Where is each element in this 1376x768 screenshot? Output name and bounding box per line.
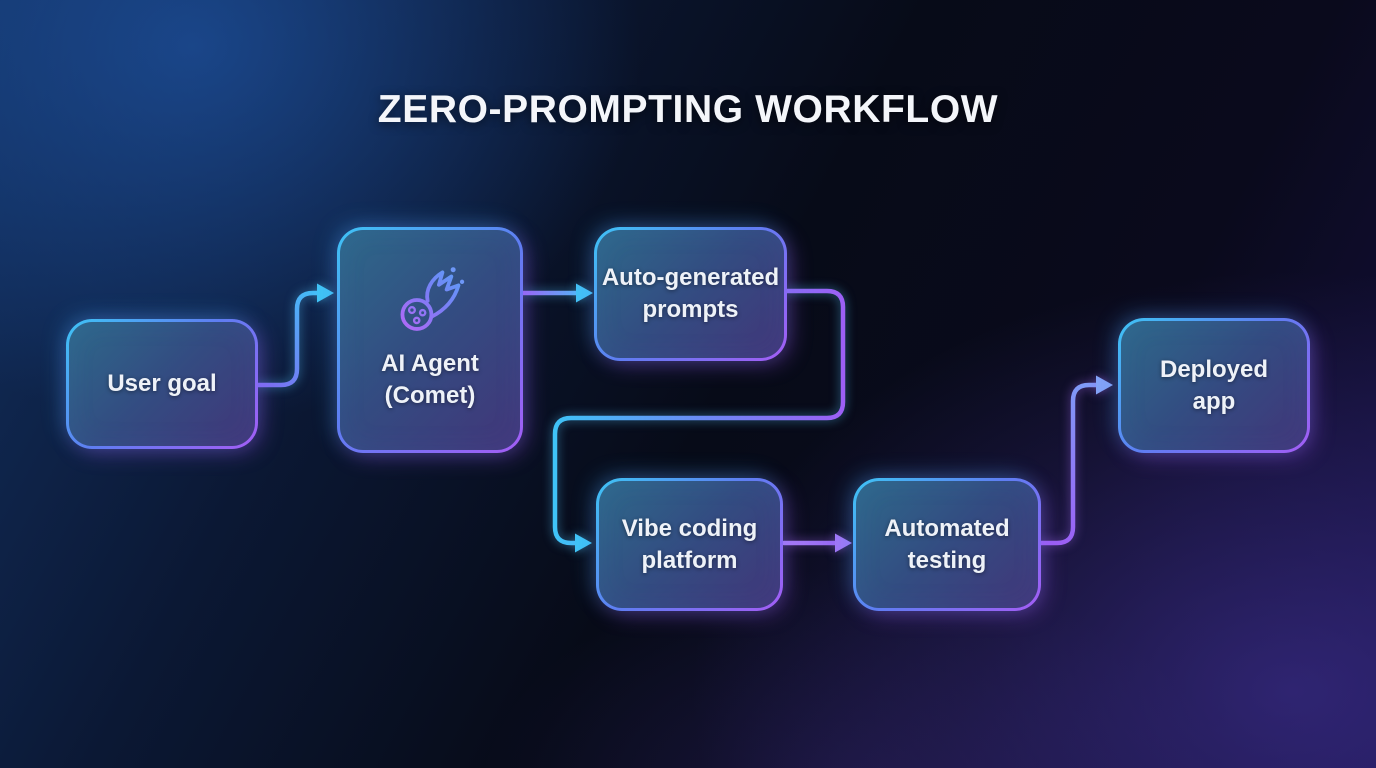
node-label-vibe-coding: Vibe coding platform <box>621 514 758 574</box>
connector-automated-testing-to-deployed-app <box>1038 382 1100 546</box>
connector-auto-prompts-to-vibe-coding <box>552 288 846 546</box>
node-user-goal: User goal <box>66 319 258 449</box>
comet-icon <box>400 267 465 332</box>
arrowhead-automated-testing <box>835 533 852 553</box>
node-automated-testing: Automated testing <box>853 478 1041 611</box>
arrowhead-vibe-coding <box>575 533 592 553</box>
node-ai-agent: AI Agent (Comet) <box>337 227 523 453</box>
arrowhead-deployed-app <box>1096 375 1113 395</box>
node-label-ai-agent: AI Agent (Comet) <box>381 350 479 409</box>
node-auto-generated-prompts: Auto-generated prompts <box>594 227 787 361</box>
connector-user-goal-to-ai-agent <box>255 290 321 388</box>
node-label-auto-prompts: Auto-generated prompts <box>601 264 780 323</box>
node-label-user-goal: User goal <box>107 370 217 398</box>
page-title: ZERO-PROMPTING WORKFLOW <box>377 88 999 131</box>
node-deployed-app: Deployed app <box>1118 318 1310 453</box>
node-label-automated-testing: Automated testing <box>884 514 1010 574</box>
node-vibe-coding-platform: Vibe coding platform <box>596 478 783 611</box>
node-label-deployed-app: Deployed app <box>1159 355 1269 415</box>
arrowhead-auto-prompts <box>576 283 593 303</box>
arrowhead-ai-agent <box>317 283 334 303</box>
